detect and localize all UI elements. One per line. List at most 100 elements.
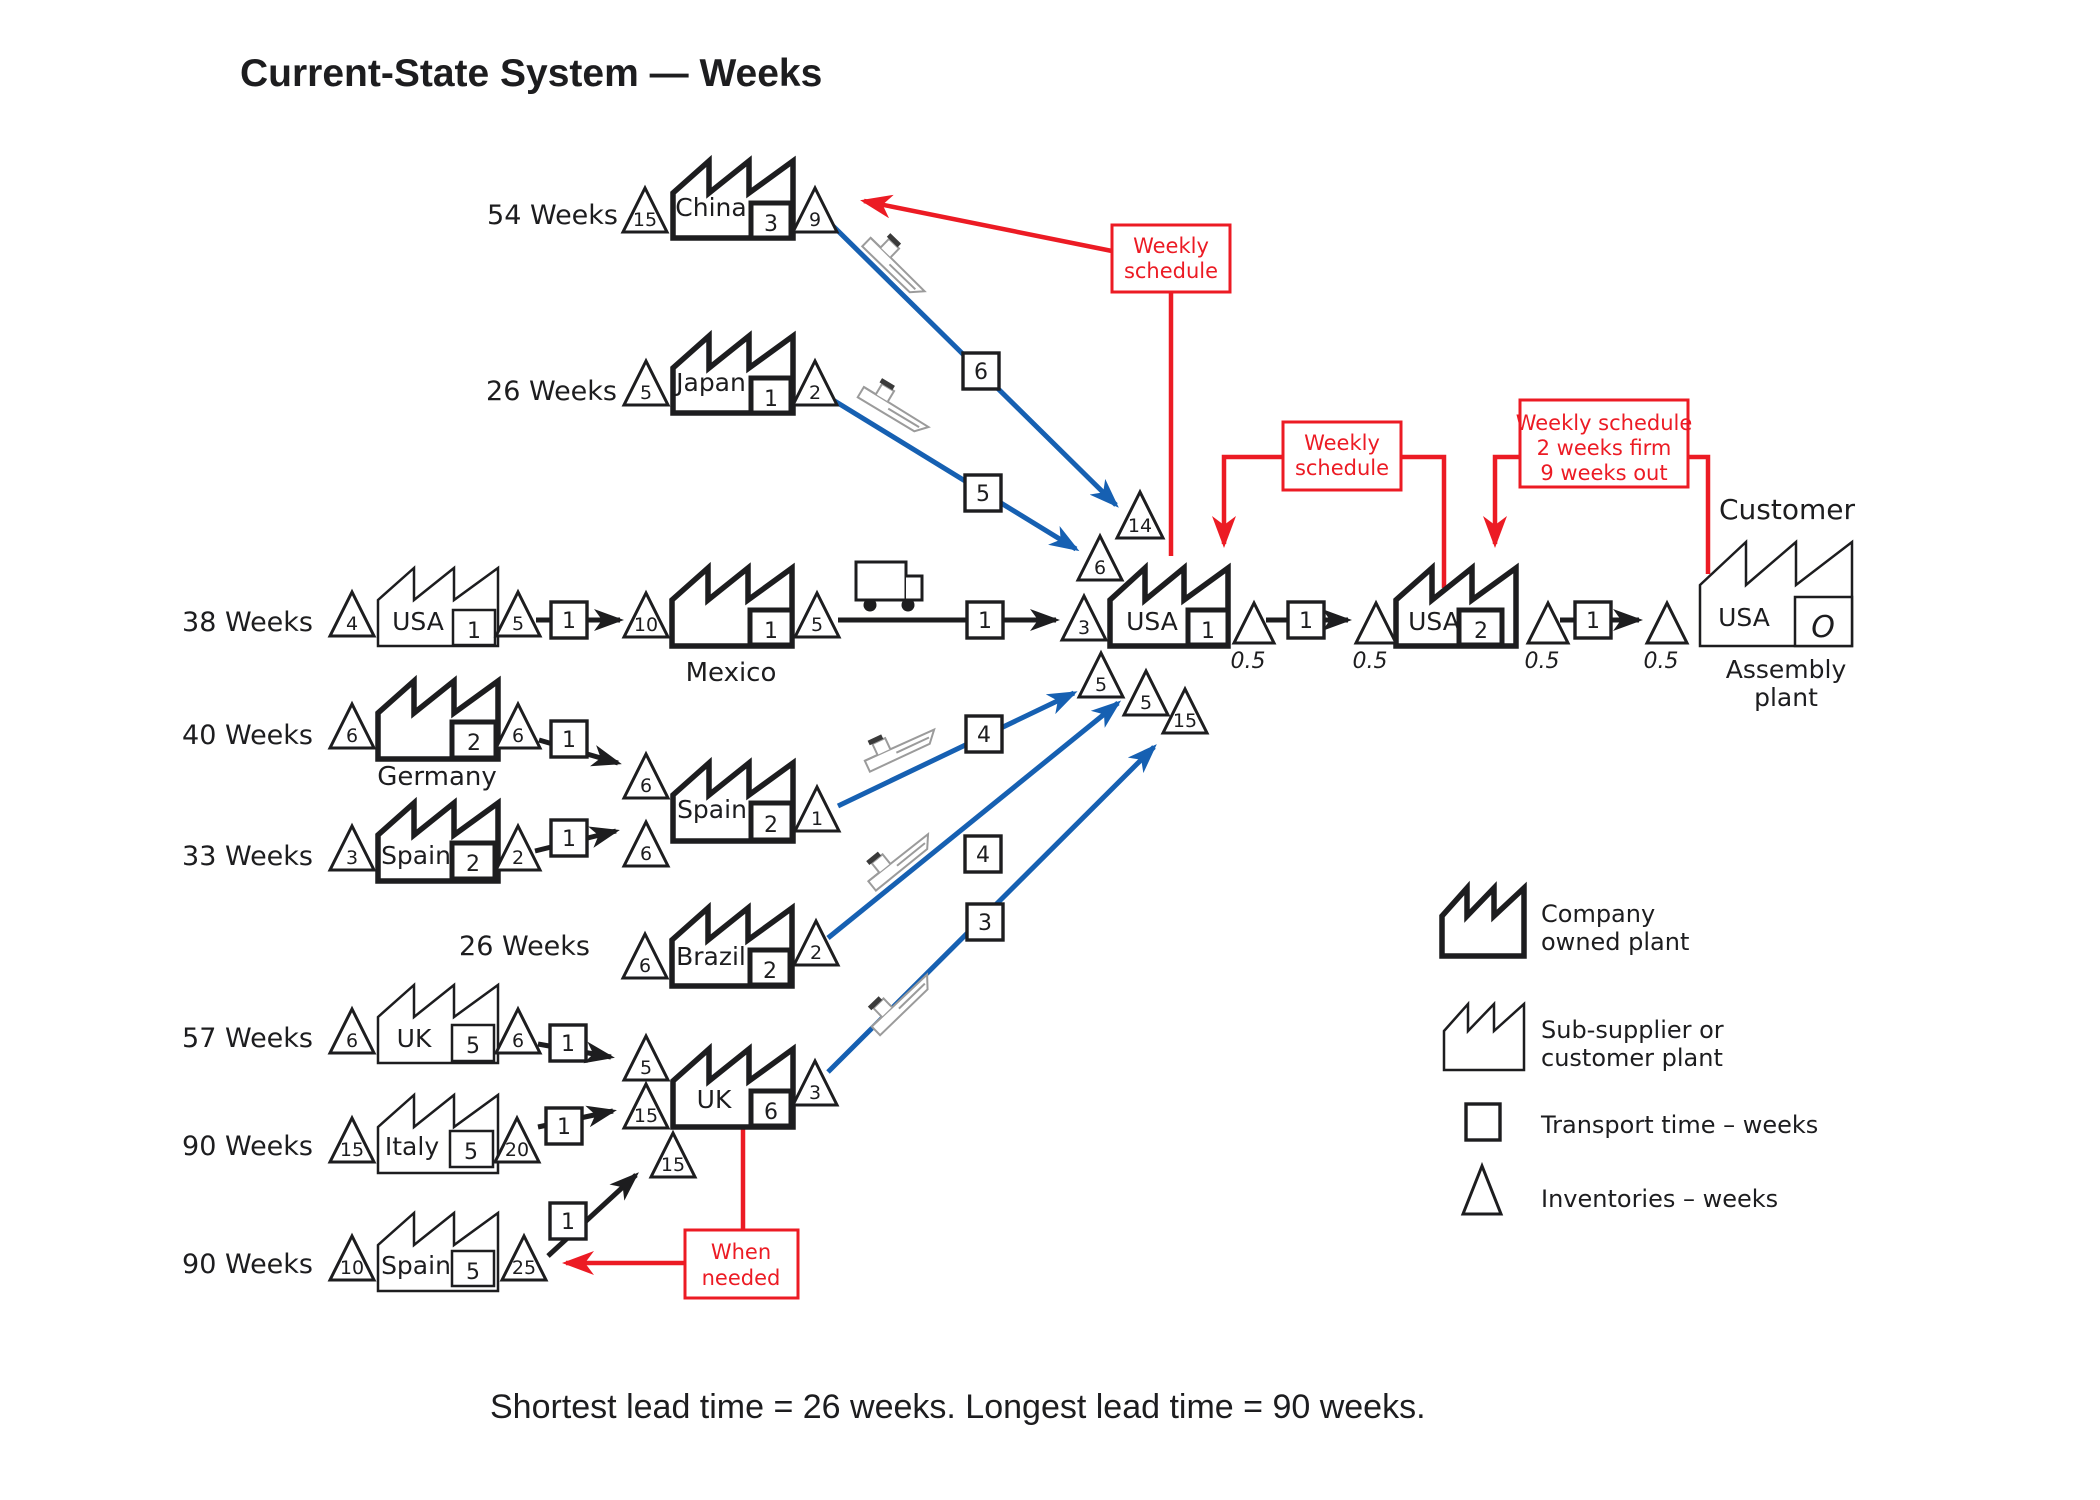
legend-subsupplier-plant: Sub-supplier or customer plant [1442, 1000, 1724, 1072]
inventory-value: 4 [346, 613, 358, 635]
transport-value: 1 [562, 728, 576, 753]
transport-value: 1 [557, 1115, 571, 1140]
transport-value: 1 [561, 1032, 575, 1057]
inventory-spain33-post: 2 [493, 822, 543, 872]
customer-sub-line2: plant [1754, 683, 1818, 712]
inventory-value: 6 [640, 843, 652, 865]
factory-value-box [1456, 607, 1505, 648]
lead-label-uk57: 57 Weeks [182, 1023, 313, 1054]
inventory-ukmid-in3: 15 [648, 1129, 698, 1179]
plant-weeks: 2 [1474, 619, 1488, 644]
note-weekly-schedule-2: Weekly schedule [1281, 420, 1403, 492]
inventory-value: 5 [640, 382, 652, 404]
inventory-value: 0.5 [1231, 649, 1266, 674]
note-line: 9 weeks out [1540, 461, 1667, 485]
plant-customer: USA O Customer Assembly plant [1698, 493, 1855, 712]
inventory-value: 5 [512, 613, 524, 635]
inventory-value: 6 [640, 775, 652, 797]
legend-label: owned plant [1541, 928, 1689, 956]
transport-sea-uk: 3 [965, 902, 1005, 942]
note-line: schedule [1295, 456, 1389, 480]
inventory-china-post: 9 [790, 184, 840, 234]
inventory-value: 1 [811, 808, 823, 830]
inventory-ukmid-post: 3 [790, 1057, 840, 1107]
inventory-brazil-pre: 6 [620, 930, 670, 980]
transport-value: 1 [562, 609, 576, 634]
transport-spain33: 1 [549, 818, 589, 858]
inventory-value: 0.5 [1644, 649, 1679, 674]
sea-spainmid-usa1 [836, 690, 1078, 809]
inventory-value: 10 [340, 1257, 364, 1279]
transport-germany: 1 [549, 719, 589, 759]
factory-value-box [748, 1088, 794, 1129]
flow-spain90-ukmid [546, 1172, 639, 1258]
inventory-value: 15 [633, 209, 657, 231]
factory-value-box [448, 1129, 495, 1169]
transport-value: 4 [976, 843, 990, 868]
note-line: Weekly [1133, 234, 1209, 258]
bottom-caption: Shortest lead time = 26 weeks. Longest l… [490, 1388, 1426, 1426]
inventory-italy-pre: 15 [327, 1114, 377, 1164]
inventory-value: 14 [1128, 515, 1152, 537]
transport-value: 1 [1299, 609, 1313, 634]
inventory-wip-a: 0.5 [1231, 599, 1277, 674]
transport-box-icon [1464, 1102, 1502, 1142]
legend-transport-time: Transport time – weeks [1464, 1102, 1818, 1142]
transport-boxes: 1 1 6 5 1 1 4 4 1 1 1 3 1 1 [544, 351, 1613, 1241]
note-weekly-schedule-1: Weekly schedule [1110, 223, 1232, 294]
factory-value-box [1793, 595, 1854, 648]
plant-weeks: 2 [763, 959, 777, 984]
plant-name: Italy [385, 1132, 439, 1161]
inventory-value: 3 [809, 1082, 821, 1104]
inventory-value: 6 [346, 1030, 358, 1052]
ship-icons [856, 233, 936, 1037]
lead-label-italy: 90 Weeks [182, 1131, 313, 1162]
lead-label-germany: 40 Weeks [182, 720, 313, 751]
plant-name: UK [697, 1085, 732, 1114]
inventory-value: 20 [505, 1139, 529, 1161]
plant-weeks: 1 [1201, 619, 1215, 644]
plant-usa38: USA 1 [376, 565, 500, 648]
inventory-triangles: 15 9 5 2 4 5 10 5 3 14 6 5 5 15 6 6 3 2 … [327, 184, 1690, 1282]
plant-brazil: Brazil 2 [669, 901, 795, 989]
lead-label-spain33: 33 Weeks [182, 841, 313, 872]
transport-usa38-mexico: 1 [549, 600, 589, 640]
transport-value: 1 [978, 609, 992, 634]
plant-weeks: 5 [464, 1140, 478, 1165]
plant-weeks: 5 [466, 1260, 480, 1285]
legend: Company owned plant Sub-supplier or cust… [1439, 880, 1818, 1216]
legend-inventories: Inventories – weeks [1460, 1161, 1778, 1216]
note-weekly-schedule-3: Weekly schedule 2 weeks firm 9 weeks out [1516, 398, 1692, 489]
sea-japan-usa1 [831, 397, 1080, 552]
plant-germany: 2 Germany [375, 674, 501, 792]
legend-label: Sub-supplier or [1541, 1016, 1724, 1044]
inventory-wip-c: 0.5 [1525, 599, 1571, 674]
factory-value-box [748, 375, 794, 416]
transport-uk57: 1 [548, 1023, 588, 1063]
inventory-usa38-post: 5 [493, 588, 543, 638]
inventory-spain90-pre: 10 [327, 1232, 377, 1282]
transport-mexico-usa1: 1 [965, 600, 1005, 640]
inventory-germany-pre: 6 [327, 700, 377, 750]
company-plant-icon [1439, 880, 1527, 959]
inventory-usa1-sea-japan: 6 [1075, 532, 1125, 582]
inventory-italy-post: 20 [492, 1114, 542, 1164]
info-ws3-from-customer [1688, 454, 1711, 574]
info-ws2-from-usa2 [1401, 454, 1447, 588]
plant-name: USA [1126, 607, 1178, 636]
inventory-spain33-pre: 3 [327, 822, 377, 872]
plant-weeks: 1 [467, 619, 481, 644]
plant-name: Spain [677, 795, 747, 824]
plant-name: USA [1408, 607, 1460, 636]
lead-label-china: 54 Weeks [487, 200, 618, 231]
plant-name: UK [397, 1024, 432, 1053]
plant-china: China 3 [670, 154, 796, 241]
factory-value-box [1185, 607, 1231, 648]
ship-icon [863, 727, 936, 773]
inventory-germany-post: 6 [493, 700, 543, 750]
factory-value-box [449, 840, 498, 882]
note-when-needed: When needed [683, 1228, 800, 1300]
inventory-value: 10 [634, 614, 658, 636]
plant-name: USA [1718, 603, 1770, 632]
